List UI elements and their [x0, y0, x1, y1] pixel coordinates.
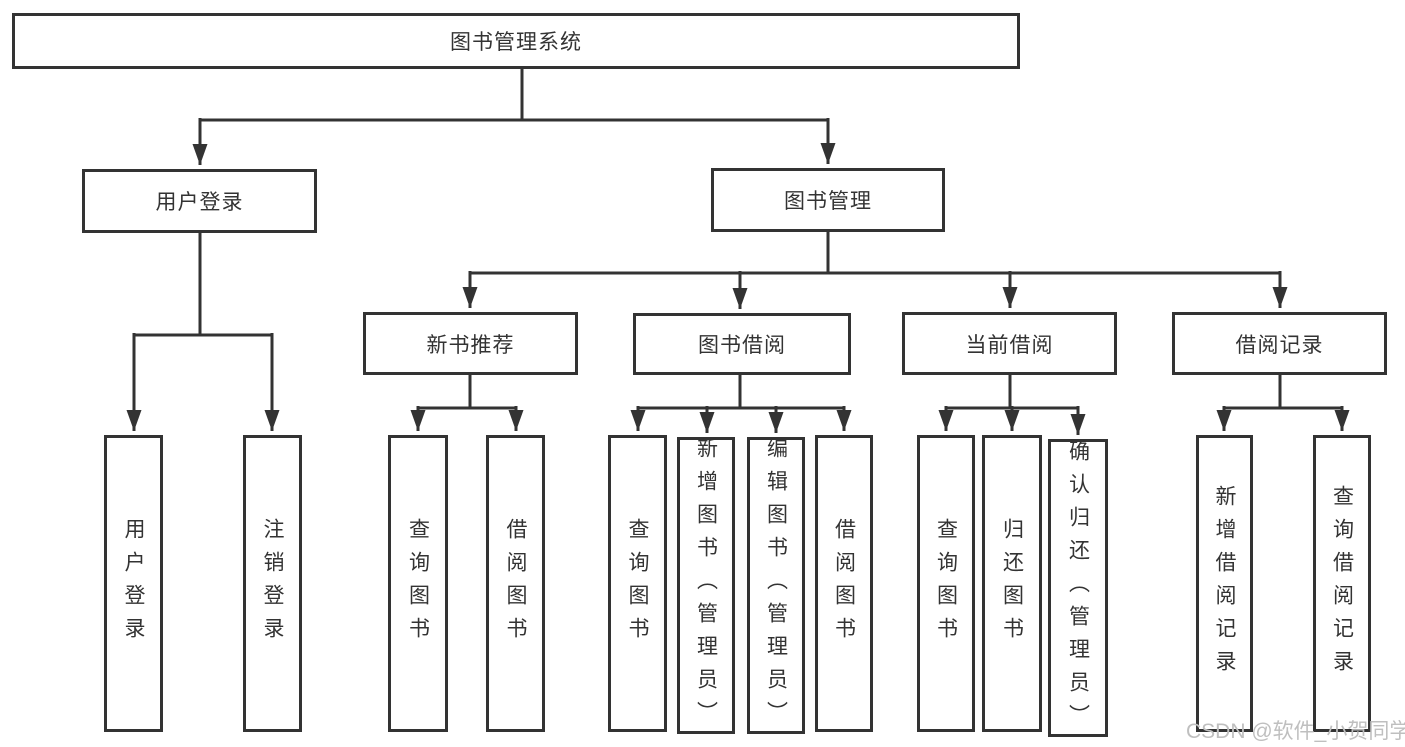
node-label: 新书推荐	[426, 333, 515, 357]
node-label: 借阅记录	[1235, 333, 1324, 357]
leaf-label: 编辑图书（管理员）	[764, 437, 788, 734]
leaf-query-books-current: 查询图书	[917, 435, 975, 732]
leaf-label: 借阅图书	[504, 517, 527, 650]
node-label: 当前借阅	[965, 333, 1054, 357]
node-new-book-recommend: 新书推荐	[363, 312, 578, 375]
leaf-confirm-return-admin: 确认归还（管理员）	[1048, 439, 1108, 737]
leaf-query-borrow-record: 查询借阅记录	[1313, 435, 1371, 732]
leaf-label: 确认归还（管理员）	[1066, 439, 1090, 737]
leaf-add-book-admin: 新增图书（管理员）	[677, 437, 735, 734]
leaf-borrow-books-recommend: 借阅图书	[486, 435, 545, 732]
leaf-label: 查询图书	[406, 517, 430, 650]
node-label: 图书借阅	[698, 334, 786, 357]
csdn-watermark: CSDN @软件_小贺同学	[1186, 720, 1405, 743]
leaf-edit-book-admin: 编辑图书（管理员）	[747, 437, 805, 734]
leaf-label: 注销登录	[261, 517, 284, 650]
leaf-query-books-borrow: 查询图书	[608, 435, 667, 732]
leaf-label: 新增借阅记录	[1213, 484, 1236, 683]
leaf-label: 归还图书	[1000, 517, 1024, 650]
node-label: 图书管理系统	[450, 31, 582, 54]
node-library-system-root: 图书管理系统	[12, 13, 1020, 69]
leaf-label: 查询图书	[626, 517, 649, 650]
leaf-user-login: 用户登录	[104, 435, 163, 732]
leaf-query-books-recommend: 查询图书	[388, 435, 448, 732]
leaf-label: 查询借阅记录	[1330, 484, 1354, 683]
node-borrow-records: 借阅记录	[1172, 312, 1387, 375]
leaf-label: 用户登录	[122, 517, 145, 650]
leaf-return-book: 归还图书	[982, 435, 1042, 732]
leaf-label: 查询图书	[934, 517, 958, 650]
leaf-label: 借阅图书	[832, 517, 856, 650]
node-current-borrow: 当前借阅	[902, 312, 1117, 375]
node-label: 图书管理	[784, 190, 872, 213]
leaf-borrow-book: 借阅图书	[815, 435, 873, 732]
node-book-borrow: 图书借阅	[633, 313, 851, 375]
leaf-add-borrow-record: 新增借阅记录	[1196, 435, 1253, 732]
node-label: 用户登录	[155, 191, 244, 214]
leaf-logout: 注销登录	[243, 435, 302, 732]
node-book-management: 图书管理	[711, 168, 945, 232]
leaf-label: 新增图书（管理员）	[694, 437, 718, 734]
node-user-login: 用户登录	[82, 169, 317, 233]
